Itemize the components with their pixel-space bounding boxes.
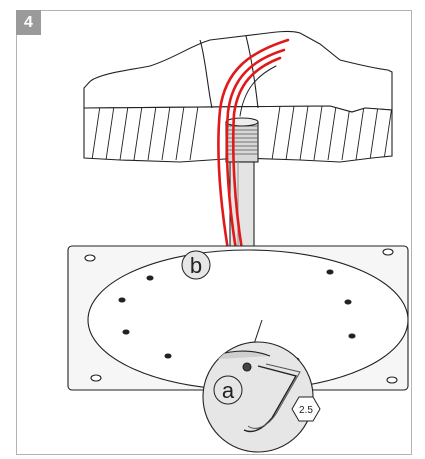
power-cable xyxy=(217,38,290,252)
callout-b-label: b xyxy=(190,253,202,278)
allen-key-size-badge: 2.5 xyxy=(291,396,321,422)
detail-zoom: 2.5 xyxy=(202,341,321,453)
mounting-plate xyxy=(67,245,409,391)
allen-key-size-label: 2.5 xyxy=(299,405,313,416)
callout-a-label: a xyxy=(222,378,235,403)
step-number-badge: 4 xyxy=(16,10,41,35)
callout-a: a xyxy=(213,375,243,405)
callout-b: b xyxy=(181,250,211,280)
